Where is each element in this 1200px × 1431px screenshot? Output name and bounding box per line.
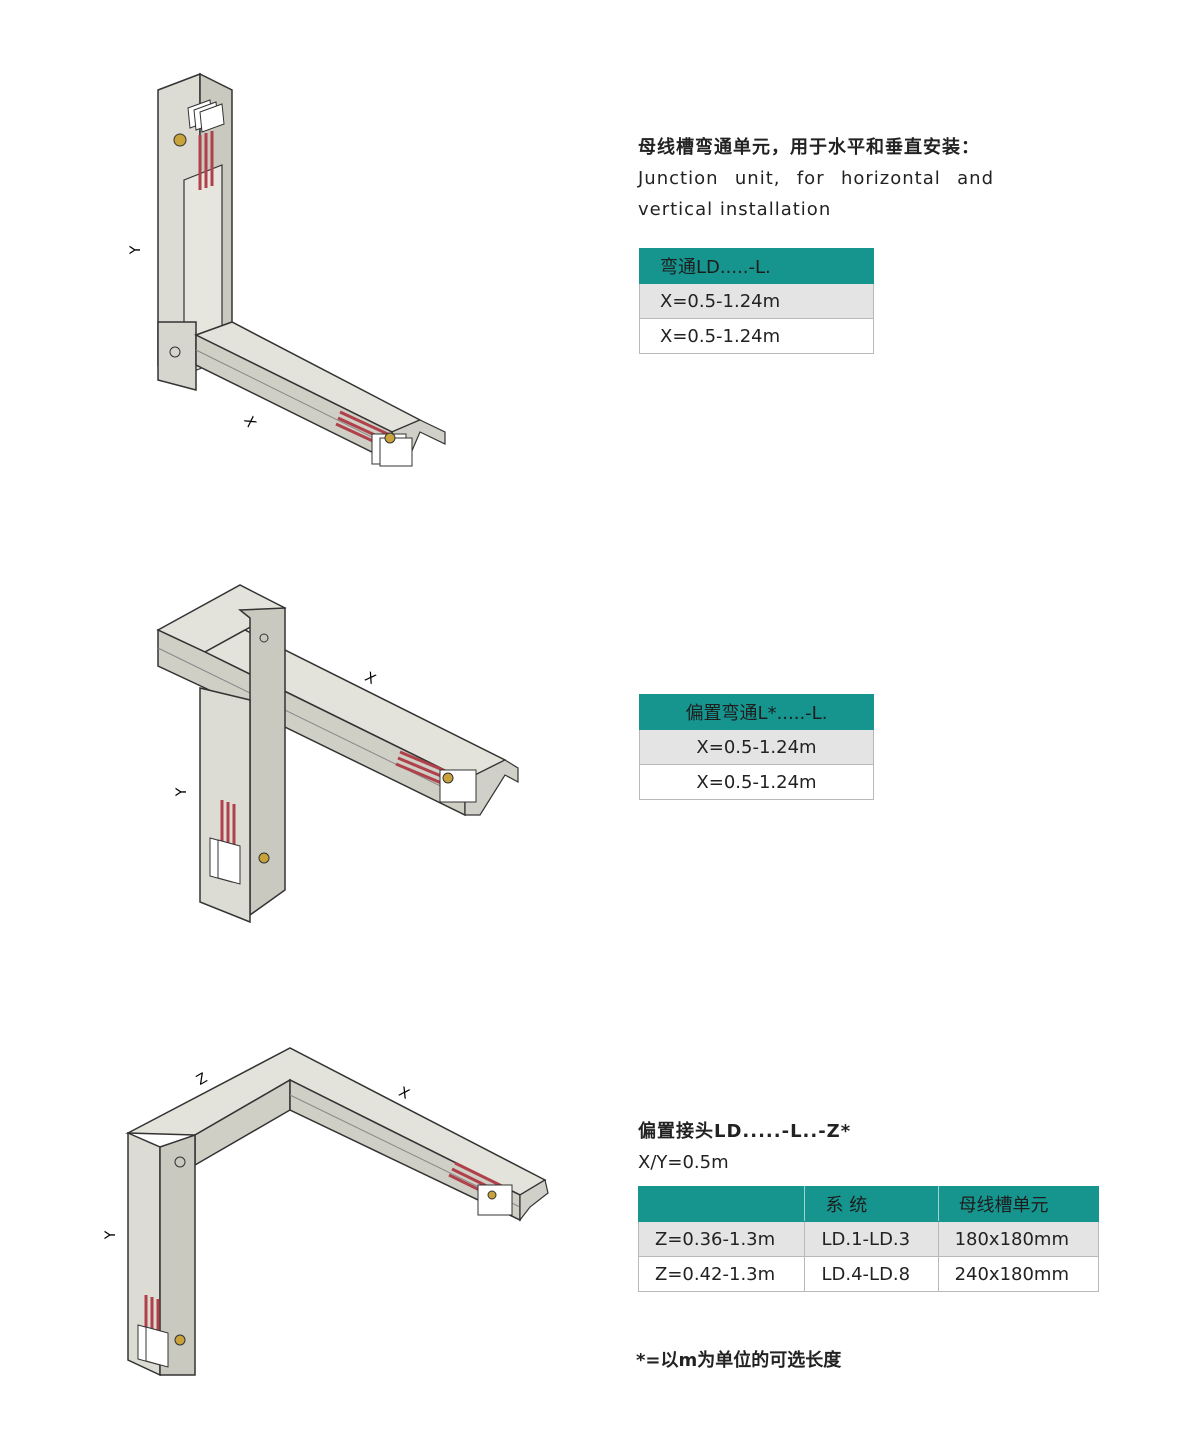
dimension-label-z: Z bbox=[194, 1070, 210, 1089]
corner-block bbox=[157, 321, 197, 391]
section1-spec-table: 弯通LD.....-L. X=0.5-1.24m X=0.5-1.24m bbox=[639, 248, 874, 354]
hole-icon bbox=[169, 346, 181, 358]
table-row: X=0.5-1.24m bbox=[639, 764, 874, 800]
table-header-row: 系 统 母线槽单元 bbox=[637, 1186, 1100, 1222]
section3-caption-1: 偏置接头LD.....-L..-Z* bbox=[638, 1121, 852, 1142]
vertical-duct-side bbox=[237, 607, 286, 917]
table-header: 系 统 bbox=[804, 1186, 939, 1222]
vertical-conductor-bars bbox=[137, 1295, 169, 1368]
table-row: Z=0.42-1.3m LD.4-LD.8 240x180mm bbox=[637, 1256, 1100, 1292]
table-cell: Z=0.42-1.3m bbox=[637, 1256, 806, 1292]
table-cell: 180x180mm bbox=[937, 1221, 1100, 1257]
table-cell: X=0.5-1.24m bbox=[639, 283, 874, 319]
section2-spec-table: 偏置弯通L*.....-L. X=0.5-1.24m X=0.5-1.24m bbox=[639, 694, 874, 800]
table-cell: LD.1-LD.3 bbox=[804, 1221, 939, 1257]
table-cell: Z=0.36-1.3m bbox=[637, 1221, 806, 1257]
vertical-conductor-bars bbox=[209, 800, 241, 885]
hole-icon bbox=[259, 633, 269, 643]
footnote: *=以m为单位的可选长度 bbox=[636, 1350, 842, 1371]
table-cell: X=0.5-1.24m bbox=[639, 318, 874, 354]
vertical-duct-front bbox=[199, 687, 251, 924]
section1-caption-en-2: vertical installation bbox=[638, 199, 832, 220]
offset-elbow-illustration: X Y bbox=[156, 584, 519, 924]
table-header: 母线槽单元 bbox=[937, 1186, 1100, 1222]
bolt-icon bbox=[174, 1334, 186, 1346]
table-header bbox=[637, 1186, 806, 1222]
bolt-icon bbox=[258, 852, 270, 864]
section1-caption-en-1: Junction unit, for horizontal and bbox=[638, 168, 994, 189]
x-conductor-bars bbox=[448, 1161, 513, 1216]
horizontal-duct-end bbox=[464, 759, 519, 816]
dimension-label-x: X bbox=[362, 669, 379, 688]
table-header: 偏置弯通L*.....-L. bbox=[639, 694, 874, 730]
bolt-icon bbox=[442, 772, 454, 784]
table-header-row: 弯通LD.....-L. bbox=[639, 248, 874, 284]
table-header: 弯通LD.....-L. bbox=[639, 248, 874, 284]
vertical-conductor-bars bbox=[187, 99, 225, 190]
dimension-label-y: Y bbox=[128, 245, 144, 255]
section3-spec-table: 系 统 母线槽单元 Z=0.36-1.3m LD.1-LD.3 180x180m… bbox=[637, 1186, 1100, 1292]
bolt-icon bbox=[487, 1190, 497, 1200]
table-row: Z=0.36-1.3m LD.1-LD.3 180x180mm bbox=[637, 1221, 1100, 1257]
table-cell: 240x180mm bbox=[937, 1256, 1100, 1292]
junction-unit-illustration: Y X bbox=[128, 72, 446, 467]
table-cell: X=0.5-1.24m bbox=[639, 764, 874, 800]
dimension-label-y: Y bbox=[103, 1230, 119, 1240]
vertical-duct-side bbox=[159, 1133, 196, 1376]
section3-caption-2: X/Y=0.5m bbox=[638, 1152, 729, 1173]
table-header-row: 偏置弯通L*.....-L. bbox=[639, 694, 874, 730]
dimension-label-x: X bbox=[396, 1084, 412, 1103]
table-row: X=0.5-1.24m bbox=[639, 318, 874, 354]
dimension-label-x: X bbox=[240, 414, 259, 431]
table-row: X=0.5-1.24m bbox=[639, 729, 874, 765]
dimension-label-y: Y bbox=[174, 787, 190, 797]
table-row: X=0.5-1.24m bbox=[639, 283, 874, 319]
table-cell: LD.4-LD.8 bbox=[804, 1256, 939, 1292]
offset-joint-illustration: Z X Y bbox=[103, 1047, 549, 1377]
section1-caption-zh: 母线槽弯通单元，用于水平和垂直安装： bbox=[638, 137, 980, 158]
bolt-icon bbox=[384, 432, 396, 444]
bolt-icon bbox=[173, 133, 187, 147]
x-duct-end bbox=[519, 1179, 549, 1222]
hole-icon bbox=[174, 1156, 186, 1168]
table-cell: X=0.5-1.24m bbox=[639, 729, 874, 765]
horizontal-conductor-bars bbox=[335, 410, 413, 467]
